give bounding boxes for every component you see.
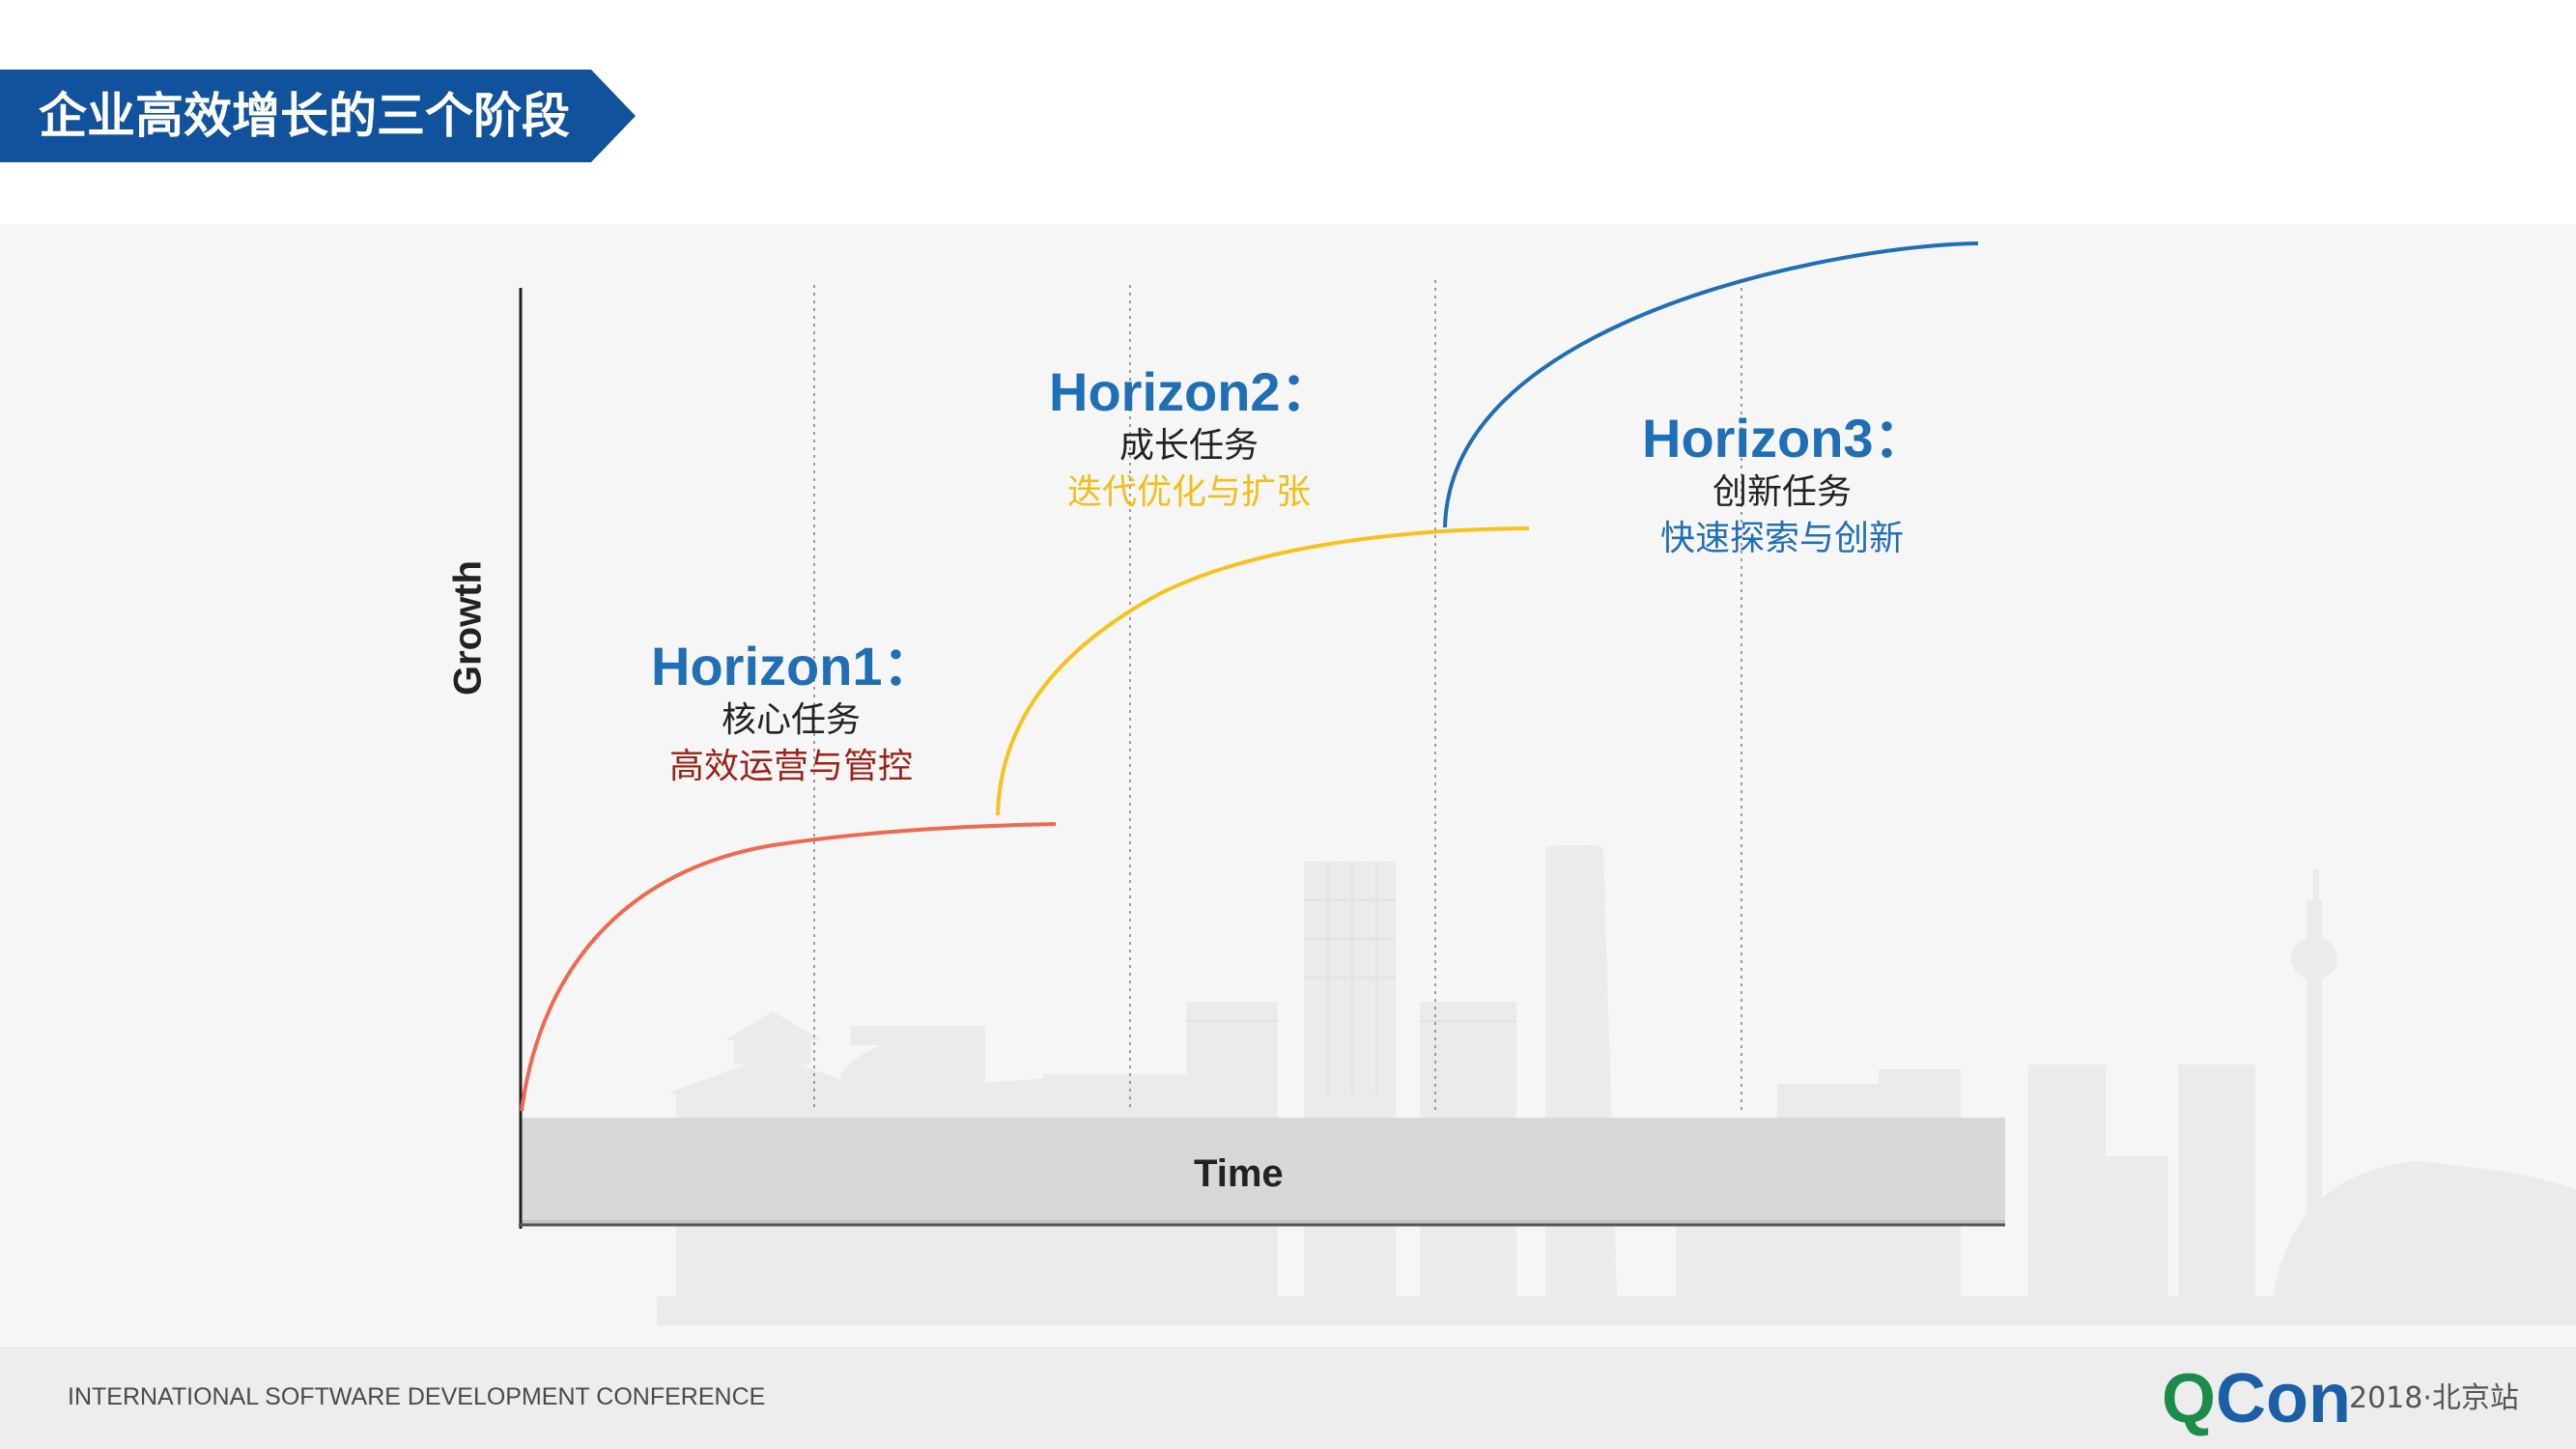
x-axis-label: Time [1194,1152,1284,1195]
horizon1-title: Horizon1： [651,636,937,696]
qcon-logo: QCon [2162,1360,2351,1437]
title-banner: 企业高效增长的三个阶段 [0,70,637,162]
horizon3-title: Horizon3： [1642,408,1928,469]
qcon-logo-q: Q [2162,1360,2217,1437]
title-banner-shape [0,70,636,162]
slide-title: 企业高效增长的三个阶段 [39,88,570,144]
time-band-edge [520,1220,2005,1226]
horizon2-title: Horizon2： [1049,361,1335,422]
horizon3-label: Horizon3： 创新任务 快速探索与创新 [1642,408,1928,562]
y-axis-label: Growth [446,560,490,696]
horizon3-task: 创新任务 [1712,472,1852,512]
horizon1-task: 核心任务 [721,700,861,740]
conference-name: INTERNATIONAL SOFTWARE DEVELOPMENT CONFE… [68,1383,766,1410]
horizon3-desc: 快速探索与创新 [1659,519,1904,558]
footer: INTERNATIONAL SOFTWARE DEVELOPMENT CONFE… [0,1347,2576,1449]
horizon3-curve [1443,242,1979,528]
horizon1-curve [520,822,1057,1112]
time-band [520,1118,2005,1224]
horizon2-desc: 迭代优化与扩张 [1066,472,1311,512]
horizon2-task: 成长任务 [1118,426,1259,466]
qcon-logo-con: Con [2216,1360,2351,1437]
horizon1-label: Horizon1： 核心任务 高效运营与管控 [651,636,937,790]
horizon2-curve [996,526,1530,816]
horizon1-desc: 高效运营与管控 [668,747,913,786]
phase-dividers [813,280,1742,1111]
horizon2-label: Horizon2： 成长任务 迭代优化与扩张 [1049,361,1335,516]
conference-edition: 2018·北京站 [2349,1381,2519,1415]
